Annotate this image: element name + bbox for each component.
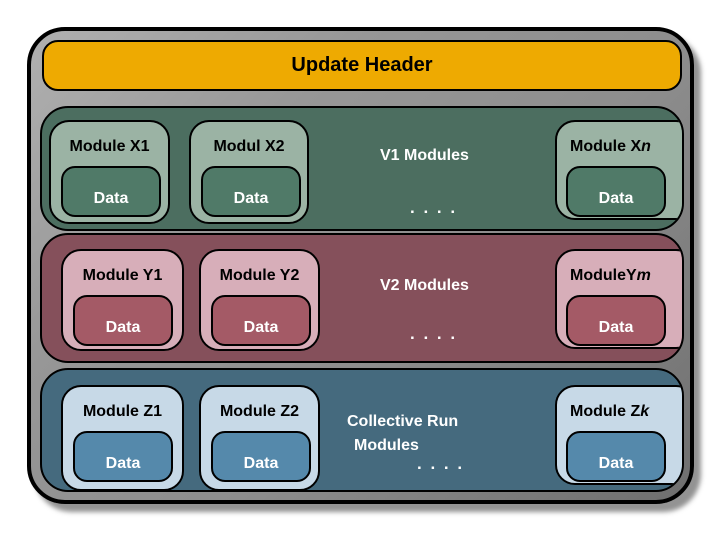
data-box: Data bbox=[566, 431, 666, 482]
data-label: Data bbox=[243, 455, 279, 472]
data-label: Data bbox=[93, 190, 129, 207]
module-label: ModuleYm bbox=[557, 267, 682, 285]
row-caption: Collective Run Modules bbox=[347, 410, 458, 458]
row-v2-modules: Module Y1 Data Module Y2 Data V2 Modules… bbox=[40, 233, 684, 363]
row-v1-modules: Module X1 Data Modul X2 Data V1 Modules … bbox=[40, 106, 684, 231]
ellipsis-dots: . . . . bbox=[410, 324, 458, 343]
row-caption: V1 Modules bbox=[380, 144, 469, 168]
module-box-x2: Modul X2 Data bbox=[189, 120, 309, 224]
module-label: Module Xn bbox=[557, 138, 682, 156]
update-header-label: Update Header bbox=[291, 54, 433, 76]
update-header: Update Header bbox=[42, 40, 682, 91]
data-box: Data bbox=[73, 431, 173, 482]
ellipsis-dots: . . . . bbox=[417, 454, 465, 473]
data-box: Data bbox=[211, 431, 311, 482]
data-box: Data bbox=[566, 295, 666, 346]
data-label: Data bbox=[243, 319, 279, 336]
data-box: Data bbox=[211, 295, 311, 346]
data-box: Data bbox=[61, 166, 161, 217]
module-box-y2: Module Y2 Data bbox=[199, 249, 320, 351]
module-label-text: Module X bbox=[570, 138, 642, 155]
row-collective-run-modules: Module Z1 Data Module Z2 Data Collective… bbox=[40, 368, 684, 492]
row-caption-line1: Collective Run bbox=[347, 413, 459, 430]
module-label-index: n bbox=[641, 138, 651, 155]
module-label: Module Y2 bbox=[219, 267, 300, 284]
module-box-z2: Module Z2 Data bbox=[199, 385, 320, 490]
module-label-text: ModuleY bbox=[570, 267, 637, 284]
ellipsis-dots: . . . . bbox=[410, 198, 458, 217]
diagram-panel: Update Header Module X1 Data Modul X2 Da… bbox=[27, 27, 694, 504]
row-caption-line2: Modules bbox=[354, 437, 419, 454]
module-label: Module Z1 bbox=[82, 403, 163, 420]
data-box: Data bbox=[73, 295, 173, 346]
module-label: Module Zk bbox=[557, 403, 682, 421]
row-caption-line1: V1 Modules bbox=[380, 147, 469, 164]
data-label: Data bbox=[598, 455, 634, 472]
module-box-zk: Module Zk Data bbox=[555, 385, 682, 485]
module-label: Module Z2 bbox=[219, 403, 300, 420]
module-box-y1: Module Y1 Data bbox=[61, 249, 184, 351]
module-box-xn: Module Xn Data bbox=[555, 120, 682, 220]
data-label: Data bbox=[233, 190, 269, 207]
module-label: Module X1 bbox=[69, 138, 150, 155]
module-label-index: m bbox=[636, 267, 651, 284]
data-label: Data bbox=[105, 319, 141, 336]
data-label: Data bbox=[598, 190, 634, 207]
module-label-index: k bbox=[640, 403, 650, 420]
row-caption-line1: V2 Modules bbox=[380, 277, 469, 294]
module-box-z1: Module Z1 Data bbox=[61, 385, 184, 490]
data-label: Data bbox=[105, 455, 141, 472]
data-label: Data bbox=[598, 319, 634, 336]
data-box: Data bbox=[201, 166, 301, 217]
module-label: Module Y1 bbox=[82, 267, 163, 284]
module-label-text: Module Z bbox=[570, 403, 641, 420]
module-box-ym: ModuleYm Data bbox=[555, 249, 682, 349]
row-caption: V2 Modules bbox=[380, 274, 469, 298]
module-box-x1: Module X1 Data bbox=[49, 120, 170, 224]
data-box: Data bbox=[566, 166, 666, 217]
module-label: Modul X2 bbox=[213, 138, 285, 155]
